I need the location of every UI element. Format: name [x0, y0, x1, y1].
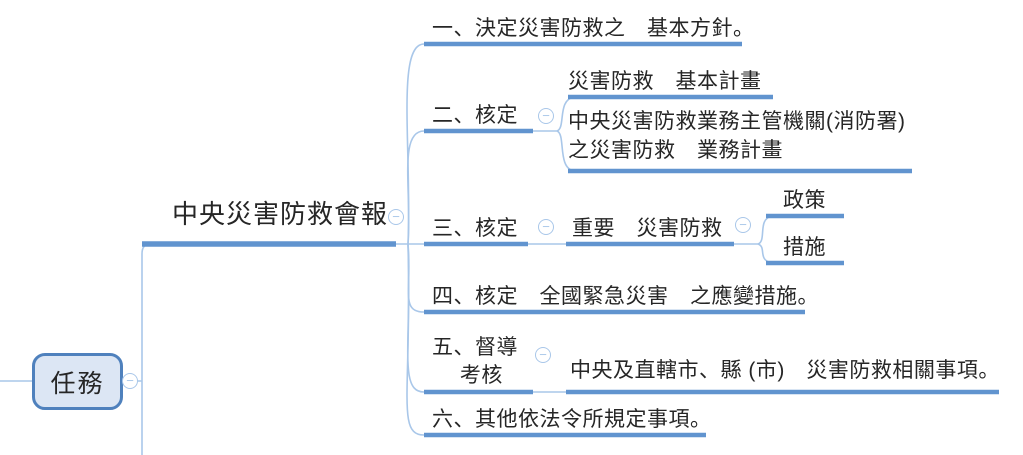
node-item6-label[interactable]: 六、其他依法令所規定事項。: [432, 408, 712, 431]
collapse-button-item5[interactable]: −: [535, 347, 551, 363]
curve-to-item4: [407, 243, 425, 313]
node-item3-label[interactable]: 三、核定: [432, 217, 518, 240]
node-item5-label[interactable]: 五、督導 考核: [432, 336, 518, 387]
item3-bracket-down: [757, 243, 773, 264]
collapse-button-task[interactable]: −: [122, 373, 138, 389]
node-item1-label[interactable]: 一、決定災害防救之 基本方針。: [432, 17, 755, 40]
collapse-button-item3-child[interactable]: −: [735, 217, 751, 233]
node-item3-child-label[interactable]: 重要 災害防救: [572, 217, 723, 240]
trunk-line: [141, 243, 151, 455]
node-item5-child-label[interactable]: 中央及直轄市、縣 (市) 災害防救相關事項。: [570, 359, 1000, 382]
curve-to-item2: [406, 130, 425, 245]
node-task[interactable]: 任務: [32, 353, 123, 410]
curve-to-item5: [406, 243, 425, 393]
node-council-label[interactable]: 中央災害防救會報: [172, 199, 389, 229]
node-measure-label[interactable]: 措施: [783, 236, 826, 259]
node-item4-label[interactable]: 四、核定 全國緊急災害 之應變措施。: [432, 285, 819, 308]
node-item2-child2-label[interactable]: 中央災害防救業務主管機關(消防署) 之災害防救 業務計畫: [568, 110, 906, 162]
node-policy-label[interactable]: 政策: [783, 189, 826, 212]
node-item2-child1-label[interactable]: 災害防救 基本計畫: [568, 70, 762, 93]
node-task-label: 任務: [50, 369, 105, 398]
curve-to-item6: [406, 243, 425, 436]
collapse-button-council[interactable]: −: [388, 209, 404, 225]
collapse-button-item3[interactable]: −: [538, 219, 554, 235]
item3-bracket-up: [757, 215, 773, 245]
collapse-button-item2[interactable]: −: [538, 108, 554, 124]
node-item2-label[interactable]: 二、核定: [432, 104, 518, 127]
